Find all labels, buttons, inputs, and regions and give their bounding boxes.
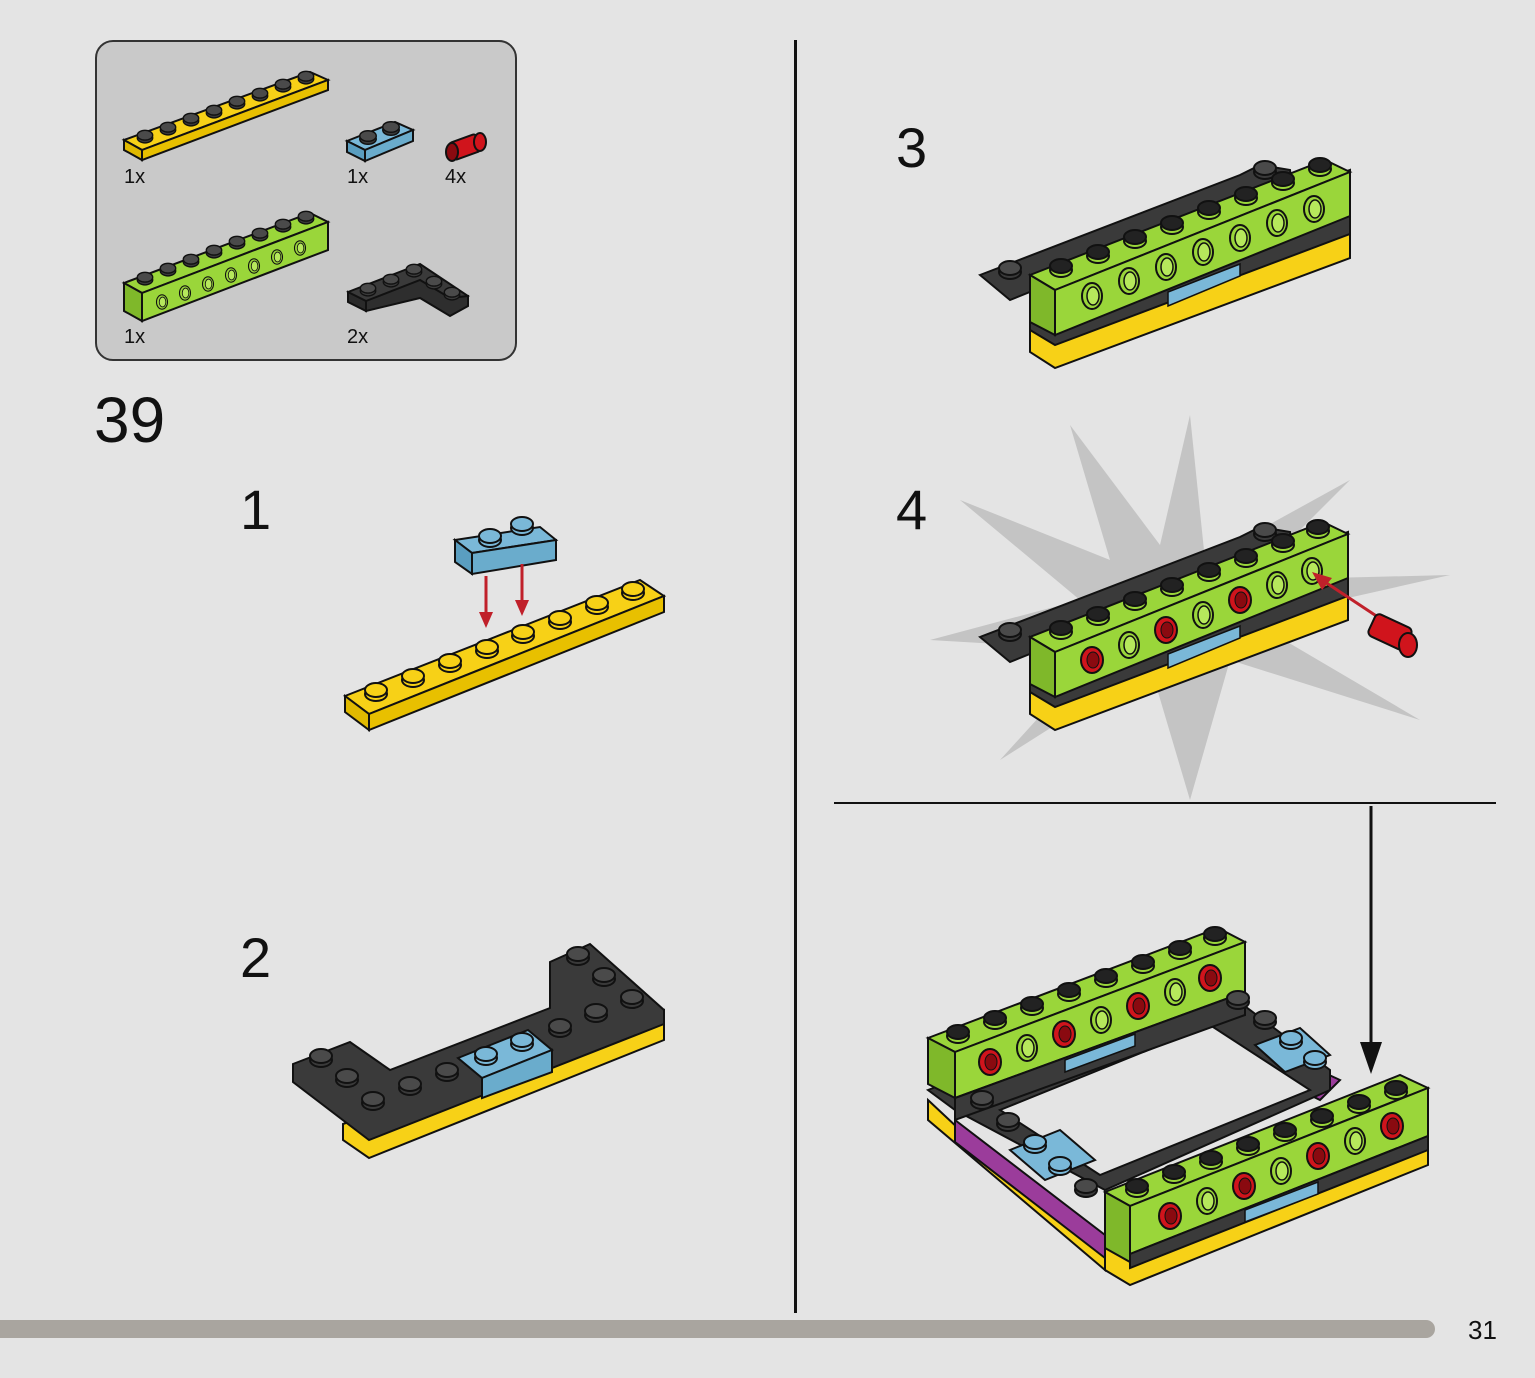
assembly-result-illustration — [925, 806, 1431, 1287]
part-lime-brick-icon — [121, 210, 331, 323]
qty-blue-plate: 1x — [347, 166, 369, 188]
part-black-l-plate-icon — [346, 262, 470, 318]
qty-red-pin: 4x — [445, 166, 467, 188]
page-number: 31 — [1468, 1315, 1497, 1345]
section-divider — [834, 802, 1496, 804]
substep-3-illustration — [978, 157, 1353, 370]
qty-lime-brick: 1x — [124, 326, 146, 348]
substep-4-illustration — [930, 415, 1450, 800]
part-red-pin-icon — [445, 132, 487, 162]
qty-black-l-plate: 2x — [347, 326, 369, 348]
build-step-number: 39 — [94, 384, 166, 456]
column-divider — [794, 40, 797, 1313]
substep-1-illustration — [342, 516, 667, 732]
substep-1-number: 1 — [240, 478, 272, 541]
part-yellow-plate-icon — [121, 70, 331, 162]
part-blue-plate-icon — [344, 120, 416, 163]
substep-2-number: 2 — [240, 926, 272, 989]
progress-bar — [0, 1320, 1435, 1338]
substep-2-illustration — [292, 942, 665, 1160]
qty-yellow-plate: 1x — [124, 166, 146, 188]
substep-3-number: 3 — [896, 116, 928, 179]
substep-4-number: 4 — [896, 478, 928, 541]
